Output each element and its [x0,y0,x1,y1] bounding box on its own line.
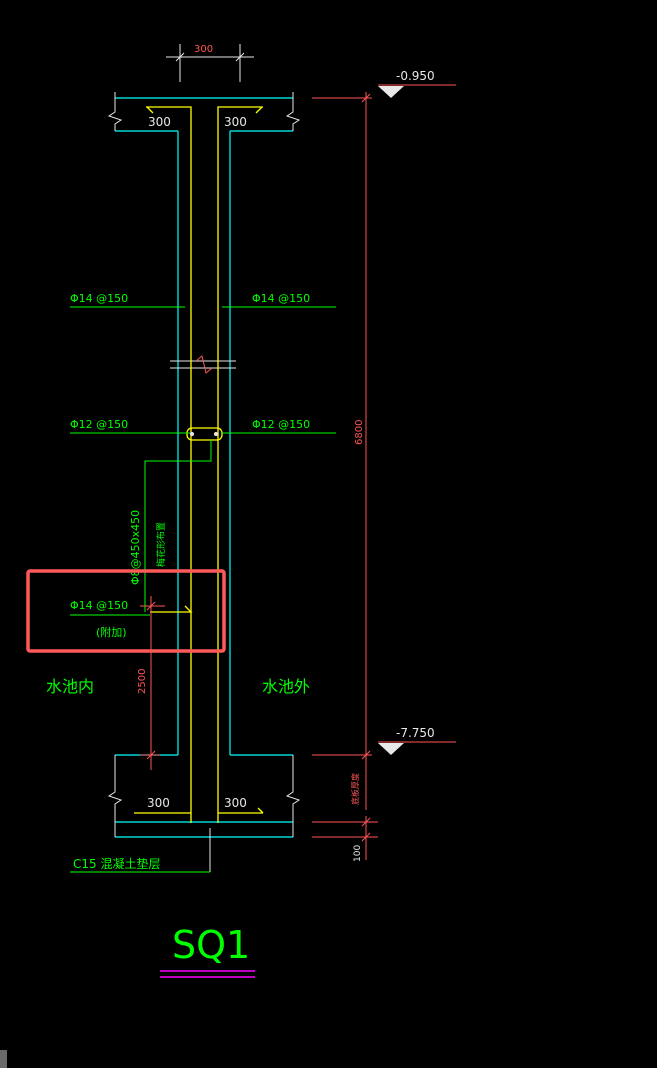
bottom-segment-dim: 2500 [137,669,148,694]
top-dimension [166,44,254,82]
elevation-markers [378,86,404,755]
rebar-left-upper: Φ14 @150 [70,292,128,305]
tie-end-right [214,432,218,436]
cushion-thickness-dim: 100 [353,845,363,862]
concrete-outline [115,97,293,838]
frame-lines [107,92,301,872]
height-dim: 6800 [354,420,365,445]
top-flange-right-dim: 300 [224,115,247,129]
section-title: SQ1 [172,923,250,967]
annotation-leaders [70,306,336,873]
slab-thickness-dim: 底板厚度 [350,773,360,805]
label-inside: 水池内 [46,677,94,696]
rebar-added: Φ14 @150 [70,599,128,612]
top-width-dim: 300 [194,44,213,55]
rebar-lines [134,106,264,823]
rebar-right-middle: Φ12 @150 [252,418,310,431]
rebar-added-note: (附加) [96,625,127,639]
scrollbar-corner[interactable] [0,1050,7,1068]
tie-spec: Φ8@450x450 [129,510,142,585]
dimension-lines [140,84,456,860]
highlight-box [26,569,226,653]
elevation-top-marker [378,86,404,98]
bottom-flange-left-dim: 300 [147,796,170,810]
elevation-bottom: -7.750 [396,726,435,740]
elevation-bottom-marker [378,743,404,755]
elevation-top: -0.950 [396,69,435,83]
rebar-right-upper: Φ14 @150 [252,292,310,305]
tie-note: 梅花形布置 [155,522,167,567]
label-cushion: C15 混凝土垫层 [73,856,160,871]
bottom-flange-right-dim: 300 [224,796,247,810]
rebar-left-middle: Φ12 @150 [70,418,128,431]
tie-end-left [190,432,194,436]
label-outside: 水池外 [262,677,310,696]
top-flange-left-dim: 300 [148,115,171,129]
